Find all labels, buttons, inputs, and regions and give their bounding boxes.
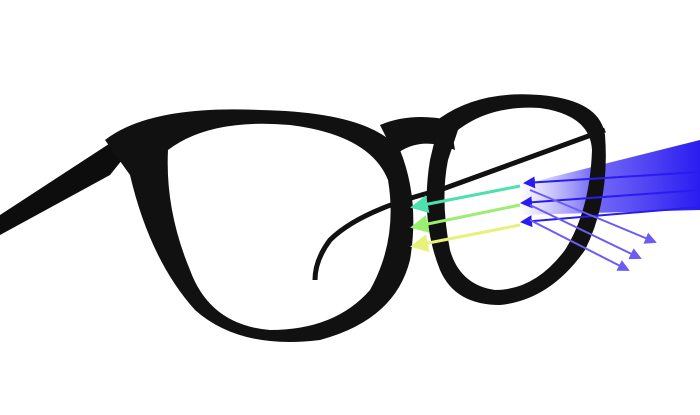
near-temple-arm [0,140,130,235]
bridge [380,116,455,155]
incoming-blue-arrows [520,171,700,228]
filtered-light-arrows [410,184,521,252]
left-lens-frame [105,109,414,342]
right-lens-frame [426,94,606,305]
reflected-blue-arrows [529,189,657,271]
